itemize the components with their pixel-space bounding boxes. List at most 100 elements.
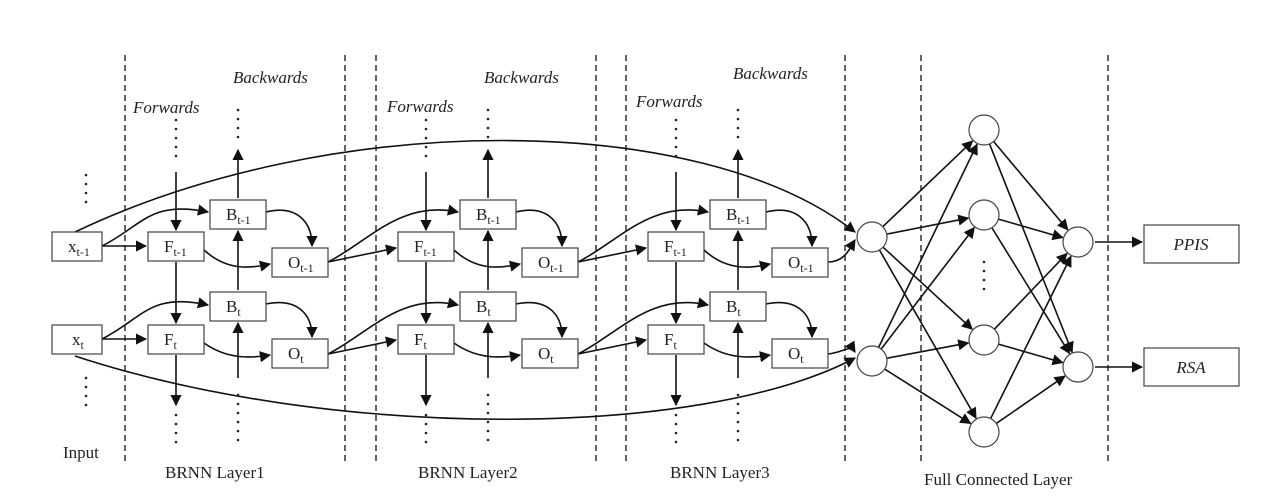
skip-edge-prev xyxy=(74,139,856,233)
backwards-label-1: Backwards xyxy=(233,68,308,87)
forward-bottom-dots xyxy=(424,422,428,426)
input-node-curr: xt xyxy=(51,324,103,355)
output-cell-curr-layer2-base: O xyxy=(538,344,550,363)
backward-bottom-dots xyxy=(236,420,240,424)
output-cell-curr-layer3: Ot xyxy=(771,338,829,369)
fc-hidden-node xyxy=(968,324,1000,356)
input-bottom-dots xyxy=(84,376,88,380)
forward-top-dots xyxy=(174,154,178,158)
forward-cell-curr-layer2: Ft xyxy=(397,324,455,355)
forward-bottom-dots xyxy=(424,440,428,444)
backward-cell-curr-layer3-sub: t xyxy=(737,305,741,319)
input-bottom-dots xyxy=(84,394,88,398)
fc-edge-in0-h1 xyxy=(886,214,970,235)
forward-cell-curr-layer3-sub: t xyxy=(673,338,677,352)
layer-labels: Input BRNN Layer1 BRNN Layer2 BRNN Layer… xyxy=(63,443,1073,489)
backward-cell-prev-layer2: Bt-1 xyxy=(459,199,517,230)
backward-cell-prev-layer1-base: B xyxy=(226,205,237,224)
ellipsis-dots-group xyxy=(84,108,986,444)
layer-label-brnn1: BRNN Layer1 xyxy=(165,463,265,482)
forward-bottom-dots xyxy=(674,413,678,417)
fc-edge-h1-out0 xyxy=(998,218,1064,241)
f-to-o-curr-layer2 xyxy=(453,342,522,363)
f-to-o-prev-layer3 xyxy=(703,249,772,272)
svg-text:Ft: Ft xyxy=(664,330,677,352)
in-to-b-prev-layer1 xyxy=(101,204,210,247)
svg-text:Ft: Ft xyxy=(164,330,177,352)
forward-cell-curr-layer2-base: F xyxy=(414,330,423,349)
f-to-o-prev-layer2 xyxy=(453,249,522,272)
input-top-dots xyxy=(84,191,88,195)
in-to-b-curr-layer1 xyxy=(101,297,210,340)
fc-network xyxy=(856,114,1094,448)
forward-top-dots xyxy=(174,127,178,131)
forward-cell-prev-layer1: Ft-1 xyxy=(147,231,205,262)
fc-hidden-dots xyxy=(982,287,986,291)
b-to-o-curr-layer1 xyxy=(265,301,318,339)
forward-top-dots xyxy=(424,154,428,158)
forward-cell-curr-layer1-base: F xyxy=(164,330,173,349)
forward-bottom-dots xyxy=(424,413,428,417)
forward-bottom-dots xyxy=(174,440,178,444)
fc-edge-h0-out1 xyxy=(988,143,1074,354)
fc-edge-in1-h1 xyxy=(880,226,975,350)
edges-group xyxy=(101,148,856,407)
fc-hidden-dots xyxy=(982,278,986,282)
fc-edge-in1-h3 xyxy=(884,368,972,425)
input-curr-base: x xyxy=(72,330,81,349)
backward-bottom-dots xyxy=(236,438,240,442)
output-cell-prev-layer3: Ot-1 xyxy=(771,247,829,278)
forward-top-dots xyxy=(674,118,678,122)
forward-cell-prev-layer3: Ft-1 xyxy=(647,231,705,262)
input-curr-sub: t xyxy=(81,338,85,352)
input-top-dots xyxy=(84,182,88,186)
svg-text:xt: xt xyxy=(72,330,85,352)
output-cell-prev-layer1-base: O xyxy=(288,253,300,272)
svg-text:Ft-1: Ft-1 xyxy=(664,237,687,259)
forward-bottom-dots xyxy=(674,440,678,444)
o3-curr-to-fc xyxy=(827,340,856,355)
backward-top-dots xyxy=(736,126,740,130)
forward-top-dots xyxy=(174,145,178,149)
fc-edge-h0-out0 xyxy=(993,140,1069,231)
svg-text:Ot: Ot xyxy=(538,344,554,366)
svg-text:Bt: Bt xyxy=(476,297,491,319)
in-to-f-prev-layer2 xyxy=(327,244,398,263)
svg-text:Ft: Ft xyxy=(414,330,427,352)
in-to-b-curr-layer2 xyxy=(327,297,460,355)
input-prev-base: x xyxy=(68,237,77,256)
b-to-o-curr-layer2 xyxy=(515,301,568,339)
fc-output-node xyxy=(1062,226,1094,258)
backward-top-dots xyxy=(236,117,240,121)
backward-bottom-dots xyxy=(736,438,740,442)
f-to-o-curr-layer3 xyxy=(703,342,772,363)
output-cell-prev-layer3-sub: t-1 xyxy=(800,261,813,275)
forwards-label-3: Forwards xyxy=(635,92,703,111)
layer-label-brnn3: BRNN Layer3 xyxy=(670,463,770,482)
in-to-b-curr-layer3 xyxy=(577,297,710,355)
output-cell-curr-layer3-sub: t xyxy=(800,352,804,366)
forward-top-dots xyxy=(424,118,428,122)
backward-cell-curr-layer3: Bt xyxy=(709,291,767,322)
forward-bottom-dots xyxy=(674,431,678,435)
backward-cell-curr-layer2: Bt xyxy=(459,291,517,322)
b-to-o-prev-layer3 xyxy=(765,209,818,248)
layer-label-brnn2: BRNN Layer2 xyxy=(418,463,518,482)
layer-label-fc: Full Connected Layer xyxy=(924,470,1073,489)
backward-cell-curr-layer1: Bt xyxy=(209,291,267,322)
backward-bottom-dots xyxy=(736,429,740,433)
svg-text:Bt-1: Bt-1 xyxy=(476,205,501,227)
forwards-label-1: Forwards xyxy=(132,98,200,117)
in-to-f-curr-layer2 xyxy=(327,336,398,355)
o3-prev-to-fc xyxy=(827,239,856,263)
forward-cell-curr-layer2-sub: t xyxy=(423,338,427,352)
f-to-o-prev-layer1 xyxy=(203,249,272,272)
forwards-label-2: Forwards xyxy=(386,97,454,116)
backward-cell-curr-layer2-sub: t xyxy=(487,305,491,319)
in-to-b-prev-layer3 xyxy=(577,204,710,263)
backward-bottom-dots xyxy=(236,393,240,397)
backward-cell-prev-layer1: Bt-1 xyxy=(209,199,267,230)
forward-cell-prev-layer2-base: F xyxy=(414,237,423,256)
backward-top-dots xyxy=(236,126,240,130)
output-cell-curr-layer2: Ot xyxy=(521,338,579,369)
